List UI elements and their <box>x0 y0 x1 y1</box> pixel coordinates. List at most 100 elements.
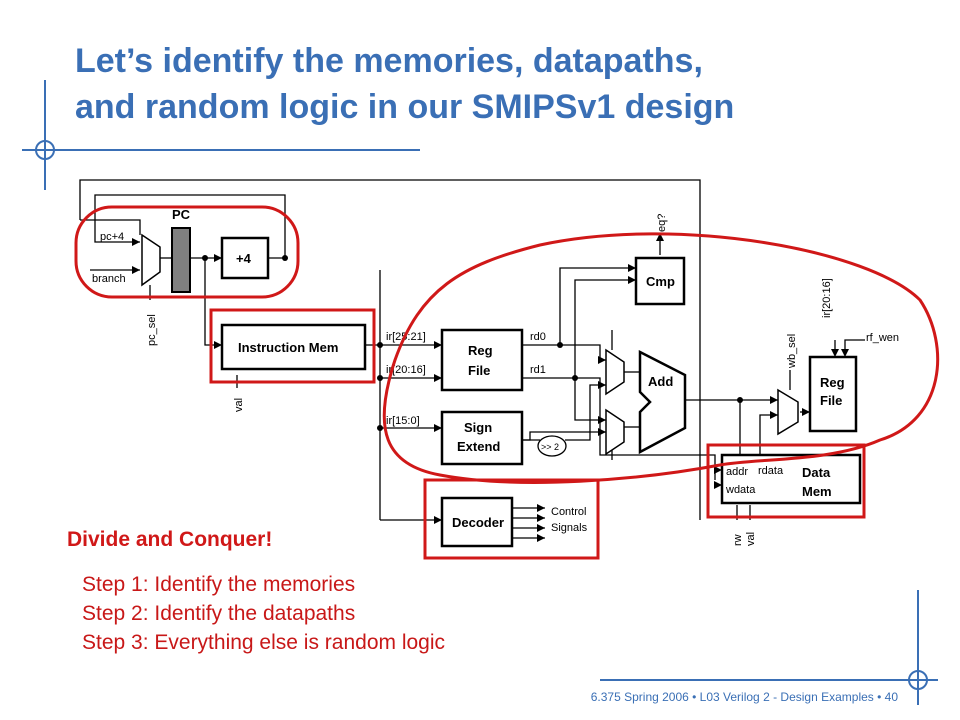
arrow-rf-rt <box>434 374 442 382</box>
wire-rd1-to-dmem <box>575 377 716 480</box>
eq-signal: eq? <box>656 214 668 232</box>
wb-mux <box>777 388 799 436</box>
wire-pc-to-imem <box>204 258 222 346</box>
plus4-label: +4 <box>236 251 252 266</box>
title-line-1: Let’s identify the memories, datapaths, <box>75 42 703 80</box>
addr-signal: addr <box>726 466 748 478</box>
arrow-mux1-in2 <box>598 381 606 389</box>
arrow-cmp-in1 <box>628 264 636 272</box>
ir-20-16-top-signal: ir[20:16] <box>821 278 833 318</box>
arrow-mux2-in <box>598 416 606 424</box>
arrow-control <box>537 514 545 522</box>
imem-val-signal: val <box>233 398 245 412</box>
wb-regfile-block <box>808 355 858 433</box>
pc4-signal: pc+4 <box>100 231 124 243</box>
arrow-wbmux-in2 <box>770 411 778 419</box>
junction <box>572 375 578 381</box>
junction <box>282 255 288 261</box>
block-labels: PC +4 Instruction Mem Reg File Sign Exte… <box>172 207 845 530</box>
rw-signal: rw <box>732 534 744 546</box>
ir-20-16-signal: ir[20:16] <box>386 364 426 376</box>
slide-title: Let’s identify the memories, datapaths, … <box>75 38 935 130</box>
signext-label-2: Extend <box>457 439 500 454</box>
arrow-mux1-in <box>598 356 606 364</box>
pc-highlight-loop <box>74 205 300 299</box>
highlight-annotations <box>74 205 940 560</box>
decoder-highlight-box <box>423 478 600 560</box>
arrow-signext-in <box>434 424 442 432</box>
wire-rd0-to-cmp <box>522 267 636 346</box>
arrow-imem-in <box>214 341 222 349</box>
signext-label-1: Sign <box>464 420 492 435</box>
alu-mux-1 <box>605 348 625 396</box>
top-left-crosshair <box>35 140 55 160</box>
wire-rf-wen <box>844 339 865 355</box>
slide-footer: 6.375 Spring 2006 • L03 Verilog 2 - Desi… <box>590 690 898 704</box>
cmp-label: Cmp <box>646 274 675 289</box>
decoration-lines <box>22 80 938 705</box>
shift-label: >> 2 <box>541 442 559 452</box>
shift-block <box>537 435 567 457</box>
pc-label: PC <box>172 207 191 222</box>
arrow-decoder-in <box>434 516 442 524</box>
arrow-mux-pc4 <box>132 238 140 246</box>
instruction-mem-block <box>220 323 367 371</box>
bottom-right-crosshair <box>908 670 928 690</box>
junction <box>377 342 383 348</box>
wb-regfile-label-2: File <box>820 393 842 408</box>
step-1: Step 1: Identify the memories <box>82 573 356 596</box>
wire-loop-to-mux <box>80 219 141 235</box>
imem-label: Instruction Mem <box>238 340 338 355</box>
step-3: Step 3: Everything else is random logic <box>82 631 446 654</box>
pc-register <box>171 227 191 293</box>
arrow-mux-branch <box>132 266 140 274</box>
datapath-highlight-loop <box>382 232 940 484</box>
arrow-dmem-addr <box>714 466 722 474</box>
blocks <box>141 227 862 548</box>
dmem-label-1: Data <box>802 465 831 480</box>
imem-highlight-box <box>209 308 376 384</box>
signext-block <box>440 410 524 466</box>
ir-15-0-signal: ir[15:0] <box>386 415 420 427</box>
rdata-signal: rdata <box>758 465 784 477</box>
arrow-control <box>537 524 545 532</box>
plus4-block <box>220 236 270 280</box>
arrow-eq-out <box>656 233 664 241</box>
wires <box>79 179 865 539</box>
rd1-signal: rd1 <box>530 364 546 376</box>
pc-sel-signal: pc_sel <box>146 314 158 346</box>
arrow-rf-wen <box>841 349 849 357</box>
pc-mux <box>141 233 161 287</box>
regfile-block <box>440 328 524 392</box>
rf-wen-signal: rf_wen <box>866 332 899 344</box>
add-block <box>638 349 687 455</box>
arrow-cmp-in2 <box>628 276 636 284</box>
wire-top-loop <box>79 179 701 520</box>
arrow-rf-addr <box>831 349 839 357</box>
regfile-label-2: File <box>468 363 490 378</box>
arrowheads <box>132 233 849 542</box>
arrow-plus4-in <box>214 254 222 262</box>
arrow-dmem-wdata <box>714 481 722 489</box>
branch-signal: branch <box>92 273 126 285</box>
decoder-block <box>440 496 514 548</box>
junction <box>737 397 743 403</box>
junction <box>377 375 383 381</box>
control-signal-2: Signals <box>551 522 588 534</box>
dmem-label-2: Mem <box>802 484 832 499</box>
signal-labels: pc+4 branch ir[25:21] ir[20:16] ir[15:0]… <box>92 214 899 546</box>
arrow-control <box>537 534 545 542</box>
cmp-block <box>634 256 686 306</box>
arrow-rf-write <box>802 408 810 416</box>
alu-mux-2 <box>605 408 625 456</box>
title-line-2: and random logic in our SMIPSv1 design <box>75 88 735 126</box>
junction <box>557 342 563 348</box>
arrow-control <box>537 504 545 512</box>
wdata-signal: wdata <box>725 484 756 496</box>
arrow-wbmux-in <box>770 396 778 404</box>
wire-junctions <box>202 255 743 431</box>
step-2: Step 2: Identify the datapaths <box>82 602 356 625</box>
decoder-label: Decoder <box>452 515 504 530</box>
